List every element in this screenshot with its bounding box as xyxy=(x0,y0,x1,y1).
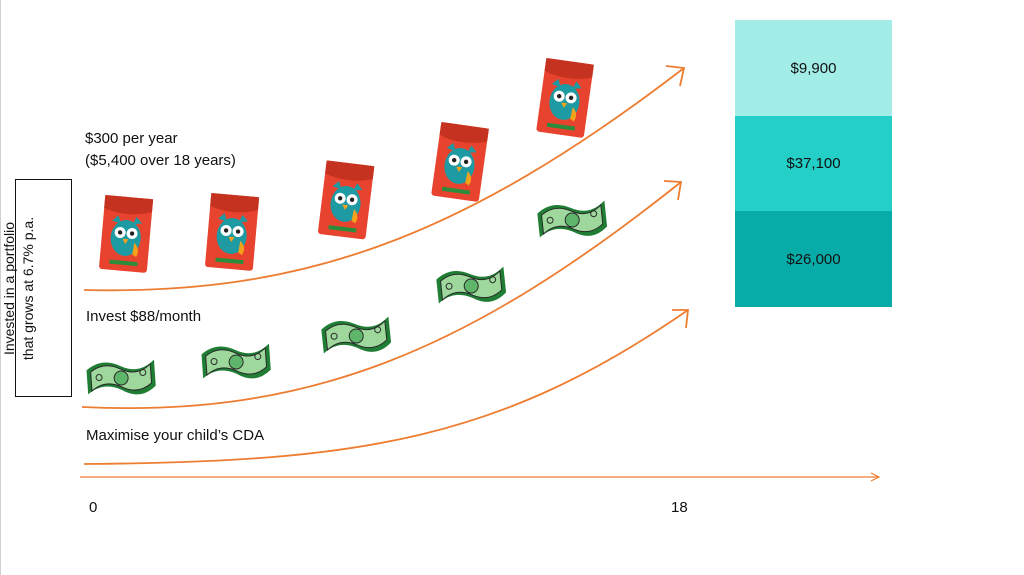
portfolio-label-line-2: that grows at 6.7% p.a. xyxy=(20,216,36,361)
red-packet-owl-icon xyxy=(98,195,154,273)
red-packet-owl-icon xyxy=(204,193,260,271)
value-red-packets: $9,900 xyxy=(790,59,837,77)
cda-label: Maximise your child’s CDA xyxy=(86,427,265,444)
axis-start-label: 0 xyxy=(89,499,98,516)
slide-left-edge xyxy=(0,0,1,575)
bottom-growth-arrow xyxy=(83,309,690,465)
value-block-cda: $26,000 xyxy=(735,211,892,307)
dollar-bill-icon xyxy=(320,315,393,358)
red-packet-amount-label: $300 per year xyxy=(85,130,178,147)
axis-end-label: 18 xyxy=(671,499,688,516)
value-cda: $26,000 xyxy=(786,250,841,268)
red-packet-total-label: ($5,400 over 18 years) xyxy=(85,152,236,169)
portfolio-growth-label: Invested in a portfolio that grows at 6.… xyxy=(0,216,57,361)
portfolio-label-box xyxy=(15,179,72,397)
portfolio-label-line-1: Invested in a portfolio xyxy=(1,221,17,356)
monthly-invest-label: Invest $88/month xyxy=(86,308,202,325)
time-axis xyxy=(80,472,881,482)
middle-growth-arrow xyxy=(81,180,683,410)
dollar-bill-icon xyxy=(85,358,157,399)
top-growth-arrow xyxy=(83,65,686,292)
dollar-bill-icon xyxy=(435,265,508,308)
dollar-bill-icon xyxy=(200,342,272,383)
value-block-monthly: $37,100 xyxy=(735,116,892,211)
dollar-bill-icon xyxy=(536,199,609,242)
value-block-red-packets: $9,900 xyxy=(735,20,892,116)
red-packet-owl-icon xyxy=(431,122,489,202)
value-monthly: $37,100 xyxy=(786,155,841,172)
red-packet-owl-icon xyxy=(317,160,375,240)
red-packet-owl-icon xyxy=(536,58,594,138)
